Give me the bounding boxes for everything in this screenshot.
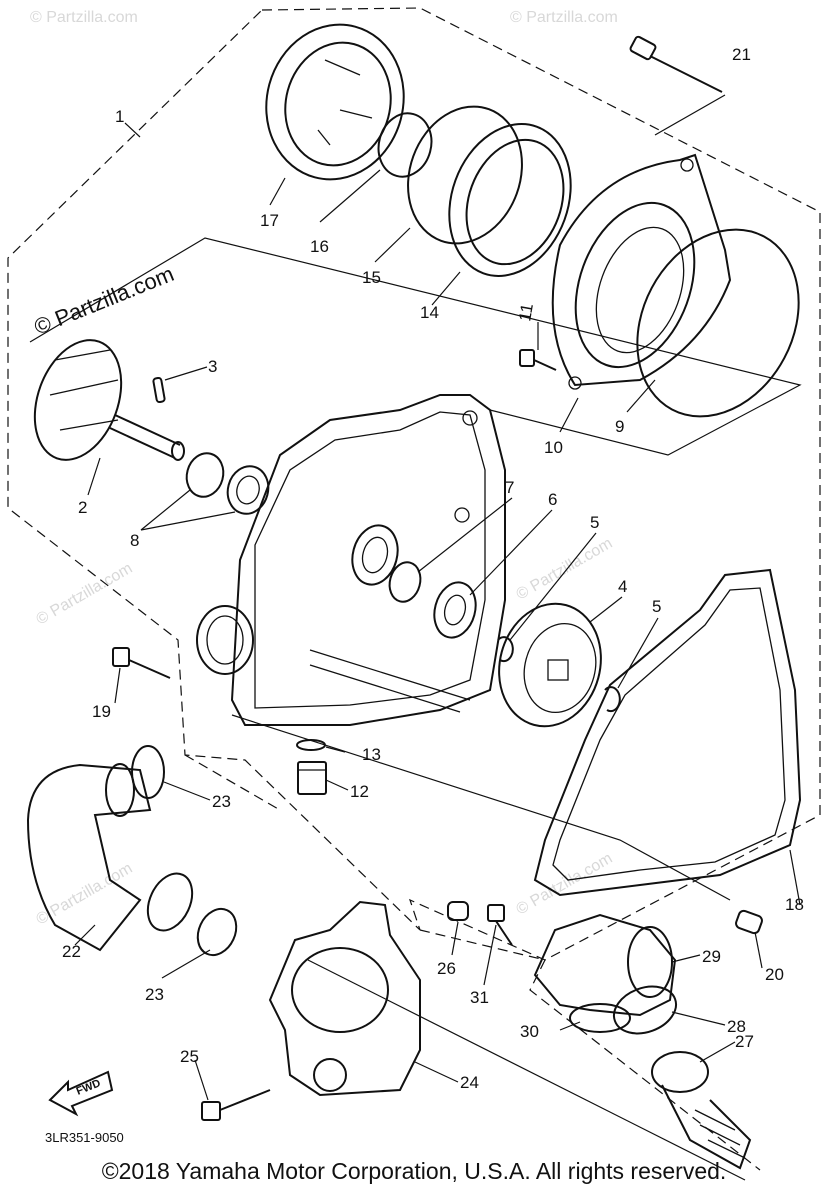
callout-19: 19 bbox=[92, 702, 111, 721]
callout-25: 25 bbox=[180, 1047, 199, 1066]
part-main-housing bbox=[196, 394, 506, 726]
callout-28: 28 bbox=[727, 1017, 746, 1036]
callout-labels: 1 2 3 4 5 5 6 7 8 9 10 11 12 13 14 15 16… bbox=[62, 45, 804, 1092]
reference-line-1 bbox=[654, 94, 726, 136]
assembly-boundary bbox=[7, 7, 821, 961]
callout-12: 12 bbox=[350, 782, 369, 801]
callout-26: 26 bbox=[437, 959, 456, 978]
callout-10: 10 bbox=[544, 438, 563, 457]
part-7-bearing bbox=[388, 561, 422, 603]
callout-24: 24 bbox=[460, 1073, 479, 1092]
part-15-o-ring bbox=[407, 105, 523, 245]
callout-4: 4 bbox=[618, 577, 627, 596]
part-2-impeller bbox=[33, 339, 185, 461]
part-28-o-ring bbox=[613, 985, 677, 1035]
part-6-bearing bbox=[433, 581, 477, 639]
callout-5b: 5 bbox=[652, 597, 661, 616]
part-13-washer bbox=[296, 739, 326, 751]
part-25-bolt bbox=[201, 1089, 271, 1121]
callout-23a: 23 bbox=[212, 792, 231, 811]
part-19-bolt bbox=[112, 647, 171, 679]
callout-3: 3 bbox=[208, 357, 217, 376]
callout-9: 9 bbox=[615, 417, 624, 436]
fwd-arrow-icon: FWD bbox=[48, 1070, 114, 1117]
watermark-faint-1: © Partzilla.com bbox=[30, 9, 138, 26]
leader-lines bbox=[74, 122, 801, 1101]
part-5-clip-a bbox=[497, 636, 514, 663]
callout-20: 20 bbox=[765, 965, 784, 984]
callout-5a: 5 bbox=[590, 513, 599, 532]
callout-21: 21 bbox=[732, 45, 751, 64]
part-23-o-ring-a bbox=[131, 745, 165, 799]
watermark-main: © Partzilla.com bbox=[31, 261, 178, 340]
part-18-gasket bbox=[533, 568, 802, 897]
reference-line-3 bbox=[307, 959, 746, 1181]
part-30-gasket bbox=[569, 1003, 631, 1033]
callout-30: 30 bbox=[520, 1022, 539, 1041]
part-16-cap bbox=[377, 112, 433, 178]
callout-13: 13 bbox=[362, 745, 381, 764]
reference-line-2 bbox=[231, 714, 731, 901]
part-4-gear bbox=[498, 602, 602, 728]
part-9-o-ring bbox=[636, 228, 800, 418]
part-24-outlet-housing bbox=[268, 900, 421, 1097]
diagram-code: 3LR351-9050 bbox=[45, 1130, 124, 1145]
copyright-footer: ©2018 Yamaha Motor Corporation, U.S.A. A… bbox=[101, 1158, 727, 1184]
part-10-housing-cover bbox=[551, 153, 732, 390]
callout-27: 27 bbox=[735, 1032, 754, 1051]
part-22-elbow-pipe bbox=[26, 763, 194, 952]
callout-23b: 23 bbox=[145, 985, 164, 1004]
callout-15: 15 bbox=[362, 268, 381, 287]
callout-18: 18 bbox=[785, 895, 804, 914]
callout-17: 17 bbox=[260, 211, 279, 230]
watermark-faint-3: © Partzilla.com bbox=[34, 560, 136, 629]
callout-22: 22 bbox=[62, 942, 81, 961]
callout-7: 7 bbox=[505, 478, 514, 497]
reference-plane-top bbox=[29, 237, 802, 456]
callout-16: 16 bbox=[310, 237, 329, 256]
part-20-plug bbox=[735, 909, 763, 935]
part-11-bolt bbox=[519, 349, 557, 371]
watermark-faint-4: © Partzilla.com bbox=[514, 535, 616, 604]
part-26-plug bbox=[447, 901, 469, 921]
watermark-faint-5: © Partzilla.com bbox=[34, 860, 136, 929]
callout-29: 29 bbox=[702, 947, 721, 966]
part-3-pin bbox=[152, 376, 166, 404]
inner-boundary bbox=[184, 754, 761, 1171]
callout-11: 11 bbox=[515, 302, 537, 323]
callout-31: 31 bbox=[470, 988, 489, 1007]
part-27-thermostat bbox=[651, 1051, 752, 1170]
callout-1: 1 bbox=[115, 107, 124, 126]
callout-8: 8 bbox=[130, 531, 139, 550]
part-23-o-ring-b bbox=[196, 907, 238, 957]
callout-6: 6 bbox=[548, 490, 557, 509]
part-8-seals bbox=[185, 452, 270, 515]
part-12-drain-bolt bbox=[297, 761, 327, 795]
part-14-seal bbox=[448, 123, 572, 277]
part-31-bolt bbox=[487, 904, 513, 946]
part-21-bolt bbox=[629, 35, 723, 93]
callout-2: 2 bbox=[78, 498, 87, 517]
part-29-thermostat-cover bbox=[533, 913, 677, 1017]
callout-14: 14 bbox=[420, 303, 439, 322]
part-17-cover bbox=[265, 23, 405, 181]
watermark-faint-6: © Partzilla.com bbox=[514, 850, 616, 919]
watermark-faint-2: © Partzilla.com bbox=[510, 9, 618, 26]
